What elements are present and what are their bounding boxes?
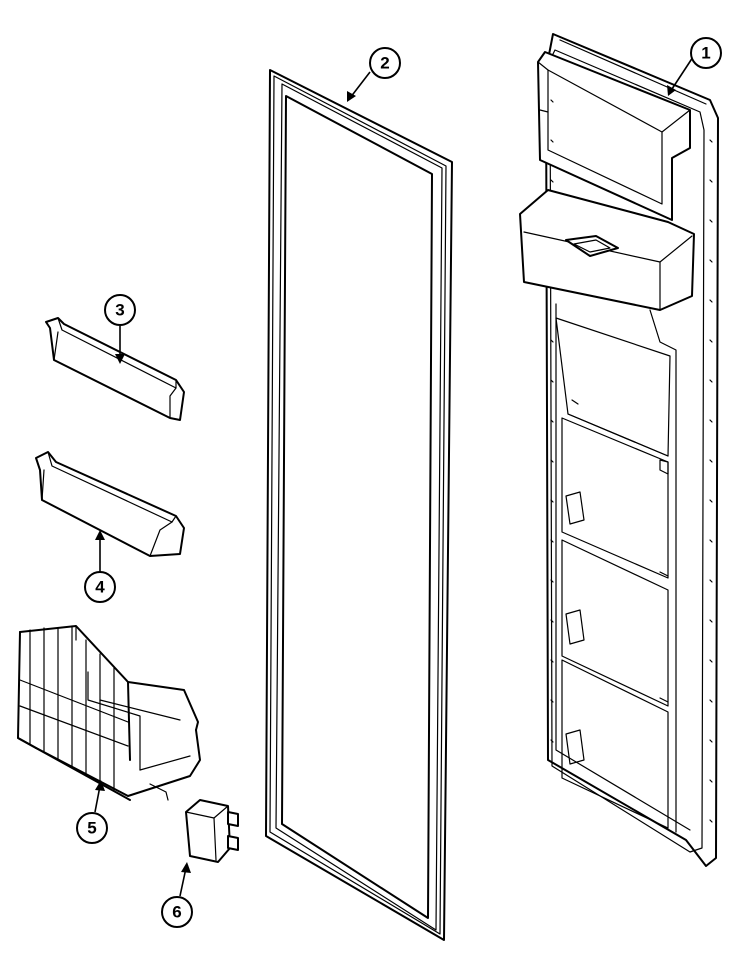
callout-6-label: 6 <box>172 903 181 922</box>
callout-2: 2 <box>369 47 401 79</box>
callout-3-label: 3 <box>115 301 124 320</box>
part-4-large-bin <box>35 451 185 557</box>
callout-4-label: 4 <box>95 578 105 597</box>
part-3-small-bin <box>45 317 185 421</box>
callout-2-label: 2 <box>380 54 389 73</box>
part-6-block-part <box>185 799 239 863</box>
part-5-wire-basket <box>17 625 201 801</box>
part-1-door-liner <box>519 33 719 867</box>
callout-leaders <box>94 56 694 897</box>
callout-1: 1 <box>690 37 722 69</box>
callout-1-label: 1 <box>701 44 710 63</box>
callout-5-label: 5 <box>87 819 96 838</box>
callout-6: 6 <box>161 896 193 928</box>
callout-3: 3 <box>104 294 136 326</box>
part-2-door-gasket <box>265 69 453 941</box>
callout-5: 5 <box>76 812 108 844</box>
callout-4: 4 <box>84 571 116 603</box>
